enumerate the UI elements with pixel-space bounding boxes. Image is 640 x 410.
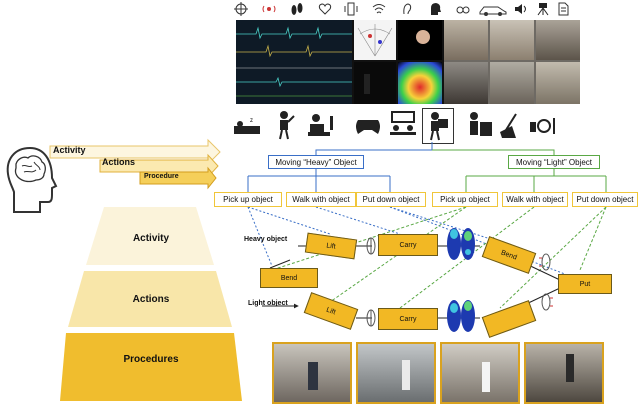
put-procedure: Put — [558, 274, 612, 294]
radar-plot — [354, 20, 396, 60]
vibration-signal-icon — [366, 309, 376, 327]
photo-walk — [440, 342, 520, 404]
carrying-box-icon — [422, 108, 454, 144]
hierarchy-arrows — [49, 138, 221, 190]
carry-procedure-light: Carry — [378, 308, 438, 330]
document-icon — [556, 2, 570, 16]
hand-camera-frame — [398, 20, 442, 60]
hierarchy-activity-label: Activity — [53, 145, 86, 155]
crosshair-icon — [234, 2, 248, 16]
depth-dark-frame — [354, 62, 396, 104]
sensor-icon-strip — [232, 0, 572, 20]
hierarchy-procedure-label: Procedure — [144, 173, 179, 180]
footprint-icon — [290, 2, 304, 16]
activity-icon-row: z — [232, 108, 558, 144]
sensor-data-panel — [236, 20, 580, 104]
hearing-icon — [400, 2, 414, 16]
construction-icon — [272, 110, 296, 140]
light-walk-box: Walk with object — [502, 192, 568, 207]
signal-icon — [262, 2, 276, 16]
heavy-putdown-box: Put down object — [356, 192, 426, 207]
light-object-row-label: Light object — [248, 300, 288, 307]
pyramid-top — [86, 207, 214, 265]
light-pickup-box: Pick up object — [432, 192, 498, 207]
room-camera-grid — [444, 20, 580, 104]
pyramid-bottom — [60, 333, 242, 401]
dining-icon — [528, 114, 558, 138]
vibration-signal-icon — [539, 253, 551, 271]
foot-pressure-map — [447, 228, 475, 260]
ecg-plot — [236, 20, 352, 104]
pyramid-middle — [68, 271, 232, 327]
vibration-signal-icon — [366, 237, 376, 255]
car-icon — [478, 2, 508, 16]
tripod-icon — [536, 2, 550, 16]
heavy-walk-box: Walk with object — [286, 192, 356, 207]
thermal-heatmap — [398, 62, 442, 104]
speaker-icon — [514, 2, 528, 16]
light-object-box: Moving “Light” Object — [508, 155, 600, 169]
svg-text:z: z — [250, 118, 253, 124]
foot-pressure-map — [447, 300, 475, 332]
pyramid-actions-label: Actions — [132, 294, 170, 305]
meeting-icon — [388, 110, 418, 140]
pyramid-procedures-label: Procedures — [123, 354, 179, 365]
photo-carry — [356, 342, 436, 404]
cleaning-icon — [498, 112, 522, 140]
head-icon — [6, 146, 58, 213]
vibration-signal-icon — [541, 293, 553, 311]
vibration-icon — [344, 2, 358, 16]
heavy-pickup-box: Pick up object — [214, 192, 282, 207]
head-silhouette-icon — [428, 2, 442, 16]
carry-procedure-heavy: Carry — [378, 234, 438, 256]
heavy-object-row-label: Heavy object — [244, 236, 288, 243]
photo-lift — [272, 342, 352, 404]
heavy-object-box: Moving “Heavy” Object — [268, 155, 364, 169]
cooking-icon — [464, 110, 494, 140]
glasses-icon — [456, 2, 470, 16]
bend-procedure: Bend — [260, 268, 318, 288]
sleeping-icon: z — [232, 114, 262, 138]
wifi-icon — [372, 2, 386, 16]
pyramid-activity-label: Activity — [132, 233, 170, 244]
photo-put — [524, 342, 604, 404]
light-putdown-box: Put down object — [572, 192, 638, 207]
reading-icon — [306, 110, 336, 140]
hierarchy-actions-label: Actions — [102, 157, 136, 167]
pyramid — [60, 207, 242, 401]
gamepad-icon — [354, 116, 382, 136]
heart-icon — [318, 2, 332, 16]
